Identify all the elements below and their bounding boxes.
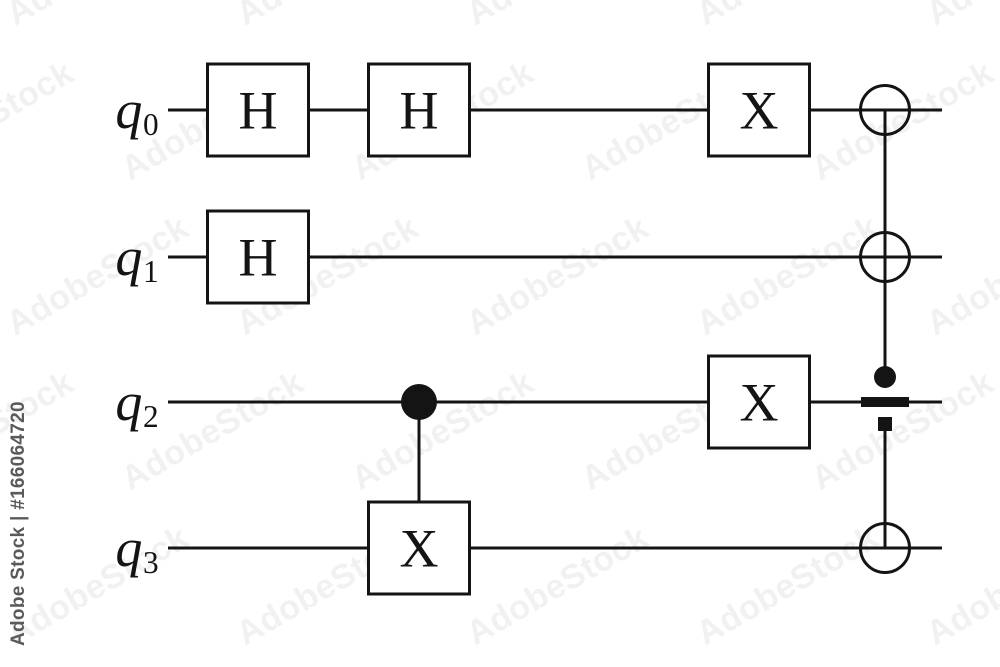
qubit-wire-q3 [168,546,942,550]
gate-h-q1-col1[interactable]: H [206,209,310,305]
gate-x-q2-col5[interactable]: X [707,354,811,450]
control-dot-q2-col6[interactable] [874,366,896,388]
vlink-col6-q2square-q3 [883,424,887,548]
gate-h-q0-col2-label: H [399,80,439,140]
qubit-label-q3: q3 [115,518,159,580]
control-square-q2-col6[interactable] [878,417,892,431]
gate-x-q2-col5-label: X [739,372,779,432]
qubit-label-q2: q2 [115,372,159,434]
gate-h-q0-col2[interactable]: H [367,62,471,158]
bar-q2-col6[interactable] [861,397,909,407]
vlink-col3-q2-q3 [417,402,421,548]
gate-x-q0-col5[interactable]: X [707,62,811,158]
control-dot-q2-col3[interactable] [401,384,437,420]
target-open-circle-q0-col6[interactable] [859,84,911,136]
gate-h-q0-col1[interactable]: H [206,62,310,158]
gate-x-q3-col3[interactable]: X [367,500,471,596]
target-open-circle-q3-col6[interactable] [859,522,911,574]
target-open-circle-q1-col6[interactable] [859,231,911,283]
qubit-wire-q1 [168,255,942,259]
qubit-label-q0: q0 [115,80,159,142]
gate-x-q0-col5-label: X [739,80,779,140]
gate-h-q1-col1-label: H [238,227,278,287]
qubit-wire-q0 [168,108,942,112]
qubit-label-q1: q1 [115,227,159,289]
gate-x-q3-col3-label: X [399,518,439,578]
gate-h-q0-col1-label: H [238,80,278,140]
qubit-wire-q2 [168,400,942,404]
adobe-stock-credit-watermark: Adobe Stock | #166064720 [8,401,29,646]
